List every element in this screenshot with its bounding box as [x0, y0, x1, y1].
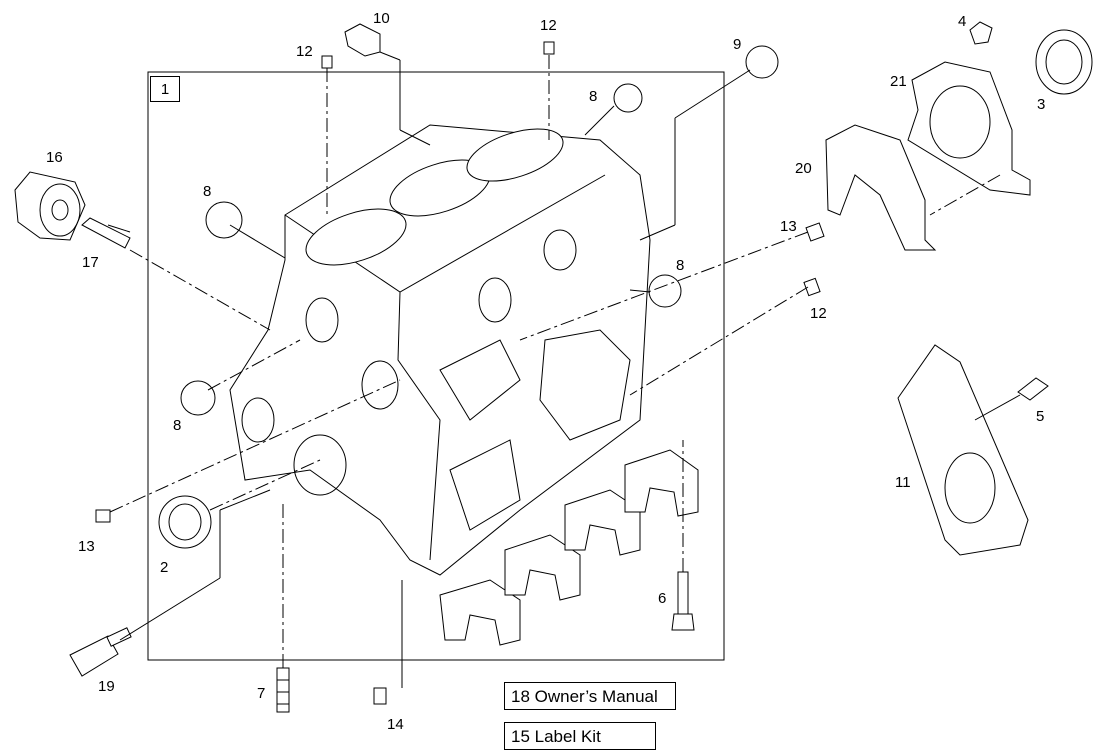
callout-8c: 8 [676, 257, 684, 274]
callout-12b: 12 [540, 17, 557, 34]
callout-5: 5 [1036, 408, 1044, 425]
oil-filter [14, 171, 86, 241]
callout-12c: 12 [810, 305, 827, 322]
plug-8-left-top [205, 201, 243, 239]
callout-labels: 2 3 4 5 6 7 8 8 8 8 9 10 11 12 12 12 13 … [46, 10, 1045, 733]
dowel-13-right [805, 222, 825, 242]
callout-2: 2 [160, 559, 168, 576]
owners-manual-kit: 18 Owner’s Manual [504, 682, 676, 710]
plug-4 [969, 21, 993, 45]
callout-13b: 13 [780, 218, 797, 235]
dowel-14 [373, 687, 387, 705]
sensor-19 [69, 627, 132, 677]
dowel-12-c [803, 277, 821, 297]
callout-16: 16 [46, 149, 63, 166]
oil-seal-3 [1035, 29, 1093, 95]
assembly-number: 1 [150, 76, 180, 102]
callout-8a: 8 [203, 183, 211, 200]
callout-11: 11 [895, 474, 911, 491]
cylinder-block [229, 124, 651, 576]
callout-14: 14 [387, 716, 404, 733]
spring-7 [276, 667, 290, 713]
callout-8b: 8 [589, 88, 597, 105]
leader-lines [107, 51, 1021, 688]
plug-10 [344, 23, 381, 57]
callout-8d: 8 [173, 417, 181, 434]
oil-seal-2 [158, 495, 212, 549]
callout-3: 3 [1037, 96, 1045, 113]
callout-13a: 13 [78, 538, 95, 555]
assembly-frame [147, 71, 725, 661]
callout-7: 7 [257, 685, 265, 702]
filter-nipple [81, 217, 131, 249]
label-kit: 15 Label Kit [504, 722, 656, 750]
callout-6: 6 [658, 590, 666, 607]
fitting-5 [1017, 377, 1049, 401]
seal-housing-21 [907, 61, 1031, 196]
callout-17: 17 [82, 254, 99, 271]
plug-9 [745, 45, 779, 79]
callout-12a: 12 [296, 43, 313, 60]
plug-8-top [613, 83, 643, 113]
plug-8-right [648, 274, 682, 308]
callout-10: 10 [373, 10, 390, 27]
dowel-12-b [543, 41, 555, 55]
callout-9: 9 [733, 36, 741, 53]
plug-8-left-bottom [180, 380, 216, 416]
dowel-12-a [321, 55, 333, 69]
plate-11 [897, 344, 1029, 556]
seal-housing-20 [825, 124, 937, 251]
bolt-6 [671, 571, 695, 631]
callout-4: 4 [958, 13, 966, 30]
callout-21: 21 [890, 73, 907, 90]
bearing-caps [439, 449, 699, 646]
callout-19: 19 [98, 678, 115, 695]
callout-20: 20 [795, 160, 812, 177]
dowel-13-left [95, 509, 111, 523]
